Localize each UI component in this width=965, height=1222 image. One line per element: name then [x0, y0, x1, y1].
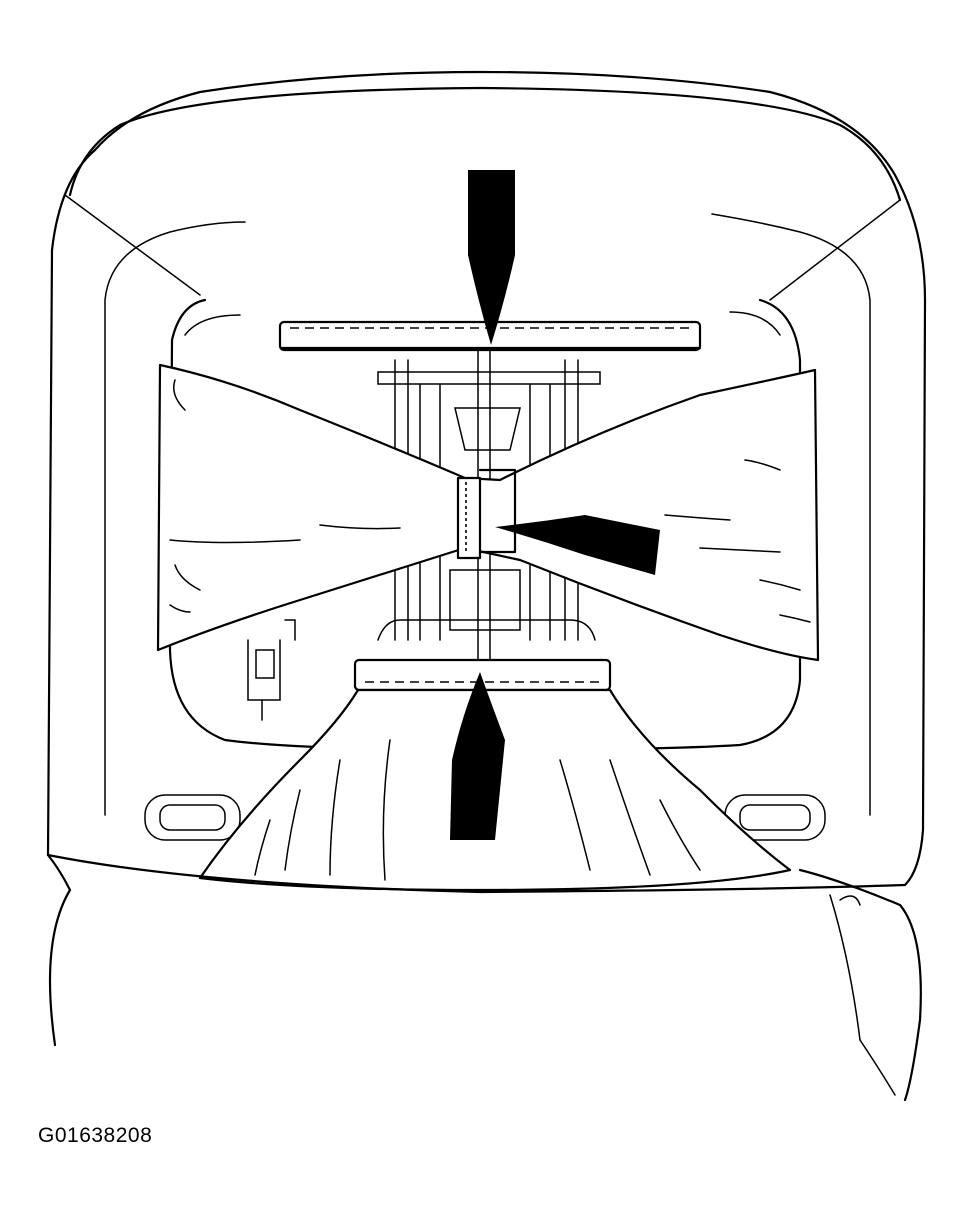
center-arrow	[495, 515, 660, 575]
side-bracket	[247, 619, 296, 721]
right-side-panel	[711, 213, 871, 816]
left-side-panel	[104, 221, 246, 816]
cover-wrap-band	[156, 363, 820, 662]
top-arrow	[468, 170, 515, 345]
seat-cushion	[46, 853, 72, 1047]
figure-code: G01638208	[38, 1124, 153, 1147]
bottom-arrow	[450, 672, 505, 840]
seat-back-inner-rim	[68, 86, 902, 202]
retaining-clip	[456, 468, 517, 560]
seat-back-outline	[46, 70, 927, 887]
left-handle	[144, 794, 241, 841]
